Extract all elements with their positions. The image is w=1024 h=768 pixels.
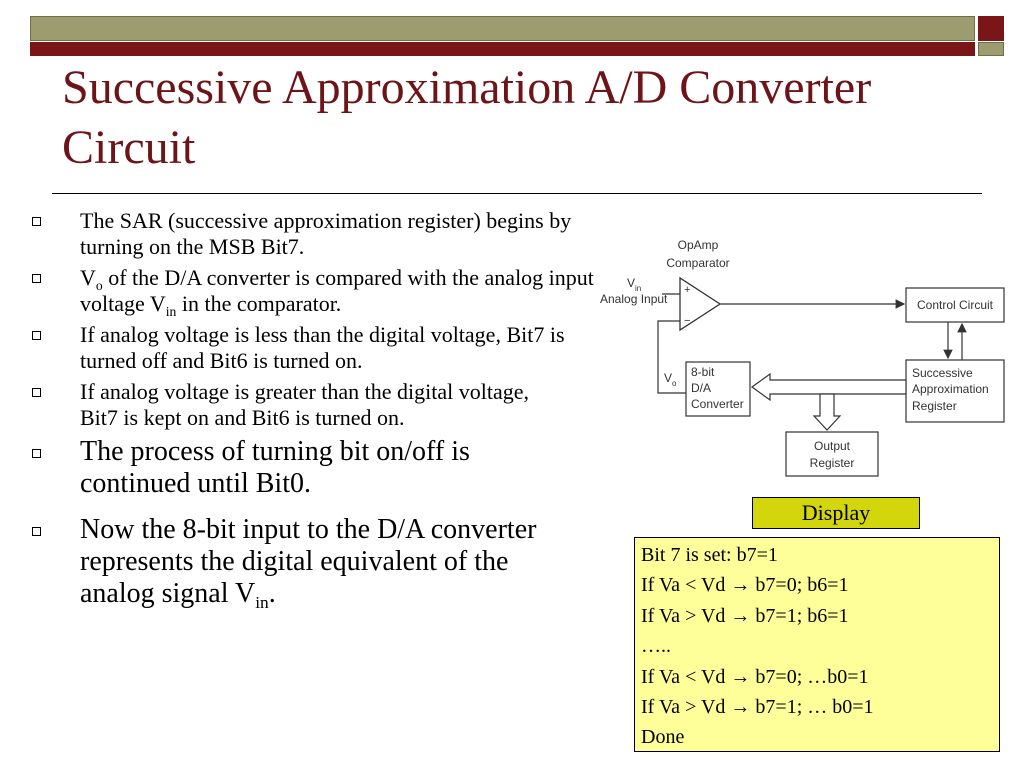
bullet-text: The process of turning bit on/off is con… bbox=[80, 436, 470, 499]
step-line: If Va < Vd → b7=0; b6=1 bbox=[641, 574, 849, 597]
vin-label: Vin bbox=[627, 276, 641, 293]
sar-label-line3: Register bbox=[912, 399, 957, 413]
step-line: Bit 7 is set: b7=1 bbox=[641, 544, 778, 566]
bullet-item: The process of turning bit on/off is con… bbox=[30, 436, 605, 500]
output-register-line2: Register bbox=[810, 456, 855, 470]
bullet-square-icon bbox=[32, 388, 41, 397]
bullet-square-icon bbox=[32, 274, 41, 283]
analog-input-label: Analog Input bbox=[600, 292, 668, 306]
steps-box: Bit 7 is set: b7=1 If Va < Vd → b7=0; b6… bbox=[634, 537, 1000, 752]
bullet-square-icon bbox=[32, 527, 41, 536]
display-box: Display bbox=[752, 497, 920, 529]
control-circuit-label: Control Circuit bbox=[917, 298, 994, 312]
bullet-item: The SAR (successive approximation regist… bbox=[30, 208, 605, 260]
bullet-list: The SAR (successive approximation regist… bbox=[30, 208, 605, 624]
vo-label: Vo bbox=[664, 371, 677, 388]
dac-label-line3: Converter bbox=[691, 397, 744, 411]
comparator-triangle bbox=[679, 276, 722, 332]
opamp-label-line1: OpAmp bbox=[678, 238, 719, 252]
dac-box bbox=[685, 361, 751, 417]
opamp-label-line2: Comparator bbox=[666, 256, 729, 270]
feedback-wire bbox=[657, 320, 686, 394]
dac-label-line2: D/A bbox=[691, 381, 711, 395]
bullet-square-icon bbox=[32, 217, 41, 226]
output-register-box bbox=[785, 431, 879, 477]
minus-sign: − bbox=[684, 315, 690, 327]
bullet-square-icon bbox=[32, 331, 41, 340]
bullet-item: Vo of the D/A converter is compared with… bbox=[30, 265, 605, 319]
dac-label-line1: 8-bit bbox=[691, 365, 715, 379]
bullet-item: If analog voltage is less than the digit… bbox=[30, 322, 605, 374]
sar-label-line2: Approximation bbox=[912, 382, 989, 396]
step-line: If Va < Vd → b7=0; …b0=1 bbox=[641, 665, 869, 688]
sar-label-line1: Successive bbox=[912, 366, 973, 380]
bullet-text: Now the 8-bit input to the D/A converter… bbox=[80, 514, 537, 613]
header-square-olive bbox=[978, 42, 1004, 56]
bullet-text: The SAR (successive approximation regist… bbox=[80, 208, 572, 259]
header-bar-red bbox=[30, 42, 975, 56]
bullet-text: If analog voltage is less than the digit… bbox=[80, 322, 565, 373]
step-line: If Va > Vd → b7=1; … b0=1 bbox=[641, 696, 874, 719]
sar-block-diagram: OpAmp Comparator Vin Analog Input + − Co… bbox=[600, 238, 1005, 477]
plus-sign: + bbox=[684, 284, 690, 296]
bullet-text: If analog voltage is greater than the di… bbox=[80, 379, 530, 430]
bullet-item: Now the 8-bit input to the D/A converter… bbox=[30, 514, 605, 613]
bullet-square-icon bbox=[32, 449, 41, 458]
slide-title: Successive Approximation A/D Converter C… bbox=[62, 61, 872, 174]
output-register-line1: Output bbox=[814, 439, 851, 453]
bullet-text: Vo of the D/A converter is compared with… bbox=[80, 265, 594, 319]
header-square-red bbox=[978, 16, 1004, 41]
bus-arrow-to-dac bbox=[750, 372, 907, 402]
control-circuit-box bbox=[905, 287, 1005, 323]
step-line: ….. bbox=[641, 635, 671, 658]
bus-arrow-to-output bbox=[812, 393, 842, 431]
step-line: If Va > Vd → b7=1; b6=1 bbox=[641, 604, 849, 627]
bullet-item: If analog voltage is greater than the di… bbox=[30, 379, 605, 431]
step-line: Done bbox=[641, 726, 685, 749]
title-divider bbox=[52, 193, 982, 194]
header-bar-olive bbox=[30, 16, 975, 41]
